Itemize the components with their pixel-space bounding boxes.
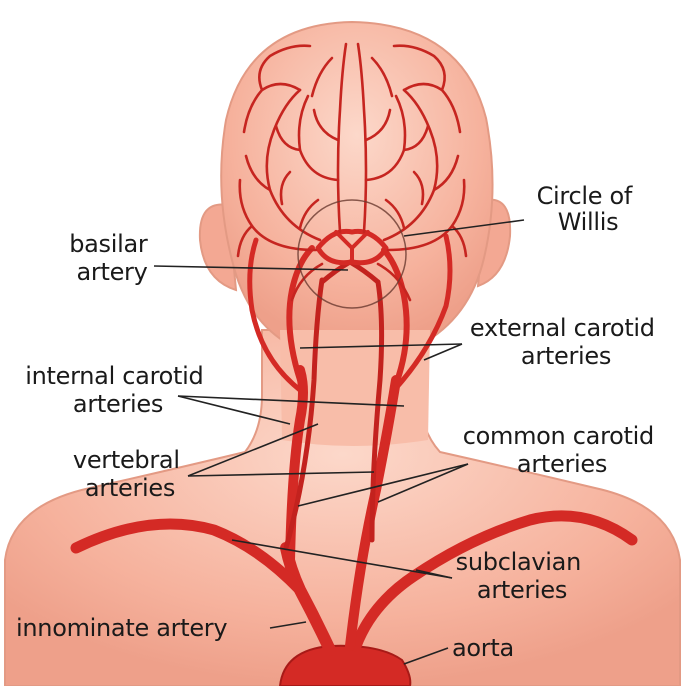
left-cerebral-branches (236, 42, 348, 258)
label-aorta: aorta (452, 634, 514, 662)
right-subclavian-vessel (350, 510, 638, 652)
label-external-carotid: external carotid arteries (470, 314, 662, 370)
arteries (70, 42, 638, 686)
leader-basilar-artery (153, 265, 349, 271)
label-basilar-artery: basilar artery (69, 230, 155, 286)
leader-aorta (403, 647, 449, 665)
right-vertebral-vessel (369, 279, 385, 543)
leader-innominate (269, 621, 307, 629)
label-common-carotid: common carotid arteries (463, 422, 662, 478)
leader-common-carotid-1 (297, 463, 469, 507)
label-circle-of-willis: Circle of Willis (537, 182, 640, 236)
left-subclavian-vessel (70, 518, 306, 596)
leader-internal-carotid-2 (177, 395, 405, 407)
aorta-vessel (278, 644, 412, 686)
leader-circle-of-willis (403, 219, 525, 237)
right-external-carotid-vessel (393, 233, 453, 391)
left-external-carotid-vessel (247, 237, 303, 393)
right-internal-carotid-vessel (381, 247, 410, 387)
willis-center-vessel (334, 230, 370, 264)
label-vertebral-arteries: vertebral arteries (73, 446, 187, 502)
label-innominate-artery: innominate artery (16, 614, 227, 642)
circle-of-willis-highlight (297, 199, 407, 309)
leader-common-carotid-2 (377, 463, 469, 503)
leader-vertebral-2 (187, 471, 375, 477)
label-internal-carotid: internal carotid arteries (25, 362, 211, 418)
right-cerebral-branches (356, 42, 468, 258)
right-common-carotid-vessel (345, 375, 401, 651)
labels: Circle of Willis basilar artery external… (16, 182, 662, 662)
leader-subclavian-1 (231, 539, 453, 579)
leader-external-carotid-2 (423, 343, 463, 361)
leader-internal-carotid-1 (177, 395, 291, 425)
left-vertebral-vessel (283, 277, 325, 551)
left-internal-carotid-vessel (286, 245, 315, 383)
label-subclavian-arteries: subclavian arteries (456, 548, 589, 604)
willis-ring-vessel (315, 228, 389, 266)
leader-subclavian-2 (415, 569, 453, 579)
leader-lines (153, 219, 525, 665)
leader-external-carotid (299, 343, 463, 349)
leader-vertebral-1 (187, 423, 319, 477)
